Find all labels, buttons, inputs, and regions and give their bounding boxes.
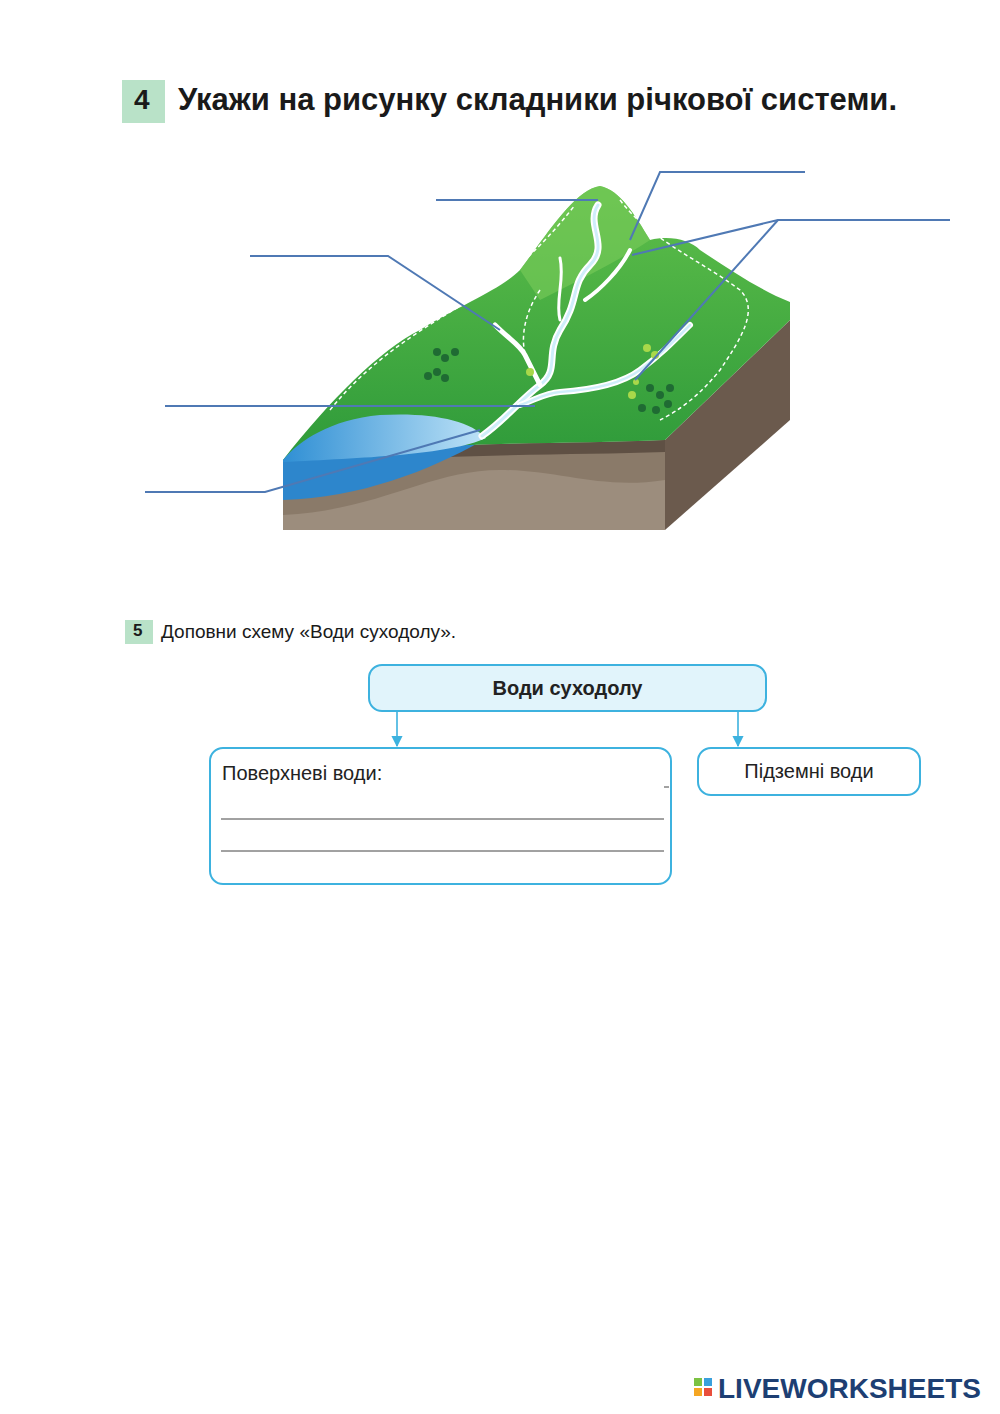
trees [424, 348, 674, 414]
watermark: LIVEWORKSHEETS [718, 1373, 981, 1405]
bushes [526, 344, 659, 399]
mountain-peak [520, 186, 650, 300]
logo-icon [694, 1378, 712, 1396]
task-title: Доповни схему «Води суходолу». [161, 621, 456, 643]
node-text: Води суходолу [493, 677, 643, 700]
callout-number: 5 [133, 621, 142, 641]
callout-number: 4 [134, 84, 150, 116]
task-heading: Укажи на рисунку складники річкової сист… [178, 82, 897, 118]
category-box: Підземні води [697, 747, 921, 796]
watershed-lines [330, 200, 748, 420]
lake [283, 414, 486, 462]
connector-arrow [396, 712, 398, 746]
task-badge [122, 80, 165, 123]
node-text: Підземні води [744, 760, 873, 783]
category-box: Поверхневі води: [209, 747, 672, 885]
rivers [482, 205, 690, 436]
task-badge [125, 620, 153, 644]
root-box: Води суходолу [368, 664, 767, 712]
connector-arrow [737, 712, 739, 746]
leader-lines [145, 172, 950, 492]
node-text: Поверхневі води: [222, 762, 659, 785]
